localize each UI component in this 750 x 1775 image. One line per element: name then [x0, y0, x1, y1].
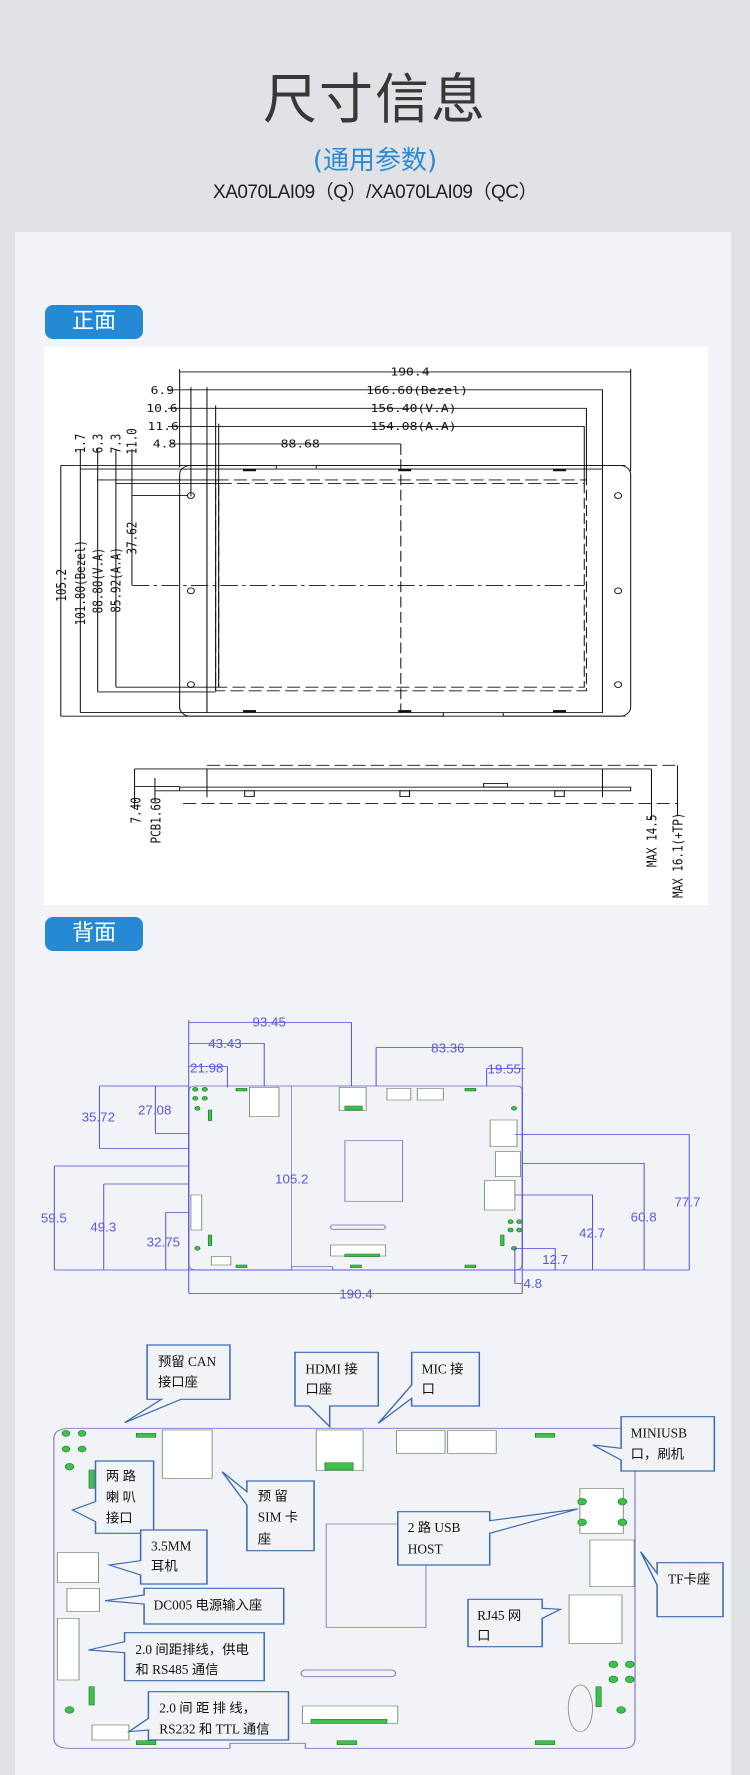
dim-aa-height: 85.92(A.A): [109, 547, 124, 613]
dim-12-7: 12.7: [542, 1252, 568, 1267]
callout-miniusb: MINIUSB 口，刷机: [592, 1416, 716, 1472]
dim-pcb-thickness: PCB1.60: [149, 798, 164, 844]
svg-text:预留 CAN: 预留 CAN: [158, 1354, 217, 1369]
dim-hole-distance: 88.68: [281, 438, 320, 451]
dim-max-thickness: MAX 14.5: [645, 815, 660, 868]
callout-audio-jack: 3.5MM 耳机: [106, 1529, 208, 1585]
dim-thickness: 7.40: [129, 797, 144, 823]
svg-text:3.5MM: 3.5MM: [151, 1539, 192, 1554]
svg-text:TF卡座: TF卡座: [668, 1571, 710, 1586]
svg-text:HDMI 接: HDMI 接: [305, 1360, 357, 1376]
dim-bezel-width: 166.60(Bezel): [366, 384, 468, 397]
svg-text:耳机: 耳机: [151, 1559, 178, 1574]
dim-93-45: 93.45: [253, 1015, 286, 1030]
dim-42-7: 42.7: [579, 1225, 605, 1240]
callout-sim: 预 留 SIM 卡 座: [221, 1471, 315, 1552]
dim-max-thickness-tp: MAX 16.1(+TP): [671, 813, 686, 898]
tab-back: 背面: [45, 917, 143, 951]
dim-bezel-height: 101.80(Bezel): [73, 540, 88, 625]
callout-hdmi: HDMI 接 口座: [294, 1351, 380, 1429]
back-dimension-drawing: 93.45 43.43 21.98 83.36 19.55 35.72 27.0…: [41, 1015, 701, 1302]
dim-board-height: 105.2: [275, 1171, 308, 1186]
callout-can: 预留 CAN 接口座: [124, 1344, 231, 1424]
dim-35-72: 35.72: [82, 1110, 115, 1125]
model-number: XA070LAI09（Q）/XA070LAI09（QC）: [213, 182, 537, 203]
dim-va-offset: 10.6: [146, 402, 177, 415]
svg-text:RJ45 网: RJ45 网: [477, 1608, 521, 1623]
callout-dc-power: DC005 电源输入座: [104, 1587, 285, 1625]
svg-text:MINIUSB: MINIUSB: [631, 1425, 687, 1440]
dim-va-height: 88.80(V.A): [91, 548, 106, 614]
svg-text:MIC 接: MIC 接: [422, 1360, 464, 1376]
svg-text:口: 口: [422, 1381, 435, 1396]
page-title: 尺寸信息: [263, 68, 487, 131]
dim-59-5: 59.5: [41, 1211, 67, 1226]
dim-83-36: 83.36: [431, 1041, 464, 1056]
callout-rs232-ttl: 2.0 间 距 排 线， RS232 和 TTL 通信: [126, 1691, 290, 1741]
svg-text:RS232 和 TTL 通信: RS232 和 TTL 通信: [159, 1721, 269, 1736]
svg-text:两 路: 两 路: [106, 1469, 136, 1484]
side-view: [134, 764, 679, 820]
svg-text:SIM 卡: SIM 卡: [258, 1510, 298, 1525]
svg-text:接口座: 接口座: [158, 1374, 198, 1390]
front-dimension-lines: [60, 369, 632, 717]
dim-77-7: 77.7: [674, 1195, 700, 1210]
dim-4-8: 4.8: [524, 1276, 543, 1291]
svg-text:口，刷机: 口，刷机: [631, 1446, 685, 1461]
svg-text:DC005 电源输入座: DC005 电源输入座: [154, 1597, 263, 1612]
svg-text:口座: 口座: [305, 1381, 332, 1396]
callout-mic: MIC 接 口: [377, 1351, 481, 1424]
dim-aa-offset: 11.6: [148, 420, 179, 433]
callout-rs485: 2.0 间距排线，供电 和 RS485 通信: [88, 1632, 265, 1682]
dim-hole-top-offset: 11.0: [125, 428, 140, 454]
page-subtitle: (通用参数): [312, 146, 438, 176]
svg-text:预 留: 预 留: [258, 1489, 288, 1504]
dim-va-top-offset: 6.3: [91, 434, 106, 454]
svg-text:2 路 USB: 2 路 USB: [408, 1520, 461, 1535]
dim-overall-height: 105.2: [54, 569, 69, 602]
front-dimension-drawing: 190.4 6.9 166.60(Bezel) 10.6 156.40(V.A)…: [54, 366, 686, 898]
callout-speaker: 两 路 喇 叭 接口: [70, 1460, 155, 1534]
back-interface-diagram: 预留 CAN 接口座 HDMI 接 口座 MIC 接 口 MINIUSB 口，刷…: [53, 1344, 724, 1749]
dim-49-3: 49.3: [90, 1220, 116, 1235]
dim-board-width: 190.4: [339, 1286, 373, 1301]
dim-hole-offset: 4.8: [153, 438, 177, 451]
dim-43-43: 43.43: [208, 1036, 241, 1051]
svg-text:HOST: HOST: [408, 1541, 443, 1556]
dim-60-8: 60.8: [631, 1210, 657, 1225]
svg-text:座: 座: [258, 1531, 271, 1546]
dim-bezel-top-offset: 1.7: [73, 434, 88, 454]
dim-va-width: 156.40(V.A): [370, 402, 456, 415]
svg-text:喇 叭: 喇 叭: [106, 1490, 136, 1505]
svg-text:接口: 接口: [106, 1510, 133, 1526]
callout-usb-host: 2 路 USB HOST: [397, 1508, 579, 1566]
tab-front: 正面: [45, 305, 143, 339]
dim-overall-width: 190.4: [390, 366, 429, 379]
callout-rj45: RJ45 网 口: [467, 1598, 563, 1648]
callout-tf-card: TF卡座: [639, 1551, 724, 1618]
dim-aa-top-offset: 7.3: [109, 434, 124, 454]
back-dimension-lines: [53, 1020, 690, 1294]
board-outline: [188, 1085, 523, 1271]
dim-21-98: 21.98: [190, 1061, 223, 1076]
svg-text:2.0 间距排线，供电: 2.0 间距排线，供电: [135, 1642, 248, 1657]
svg-text:和 RS485 通信: 和 RS485 通信: [135, 1662, 218, 1677]
svg-text:2.0 间 距 排 线，: 2.0 间 距 排 线，: [159, 1701, 256, 1716]
dim-bezel-offset: 6.9: [151, 384, 175, 397]
svg-text:口: 口: [477, 1628, 490, 1643]
dim-hole-spacing: 37.62: [125, 522, 140, 555]
dim-27-08: 27.08: [138, 1103, 171, 1118]
dim-19-55: 19.55: [488, 1061, 521, 1076]
front-drawing-area: [44, 347, 708, 905]
dim-32-75: 32.75: [147, 1235, 180, 1250]
dim-aa-width: 154.08(A.A): [370, 420, 456, 433]
